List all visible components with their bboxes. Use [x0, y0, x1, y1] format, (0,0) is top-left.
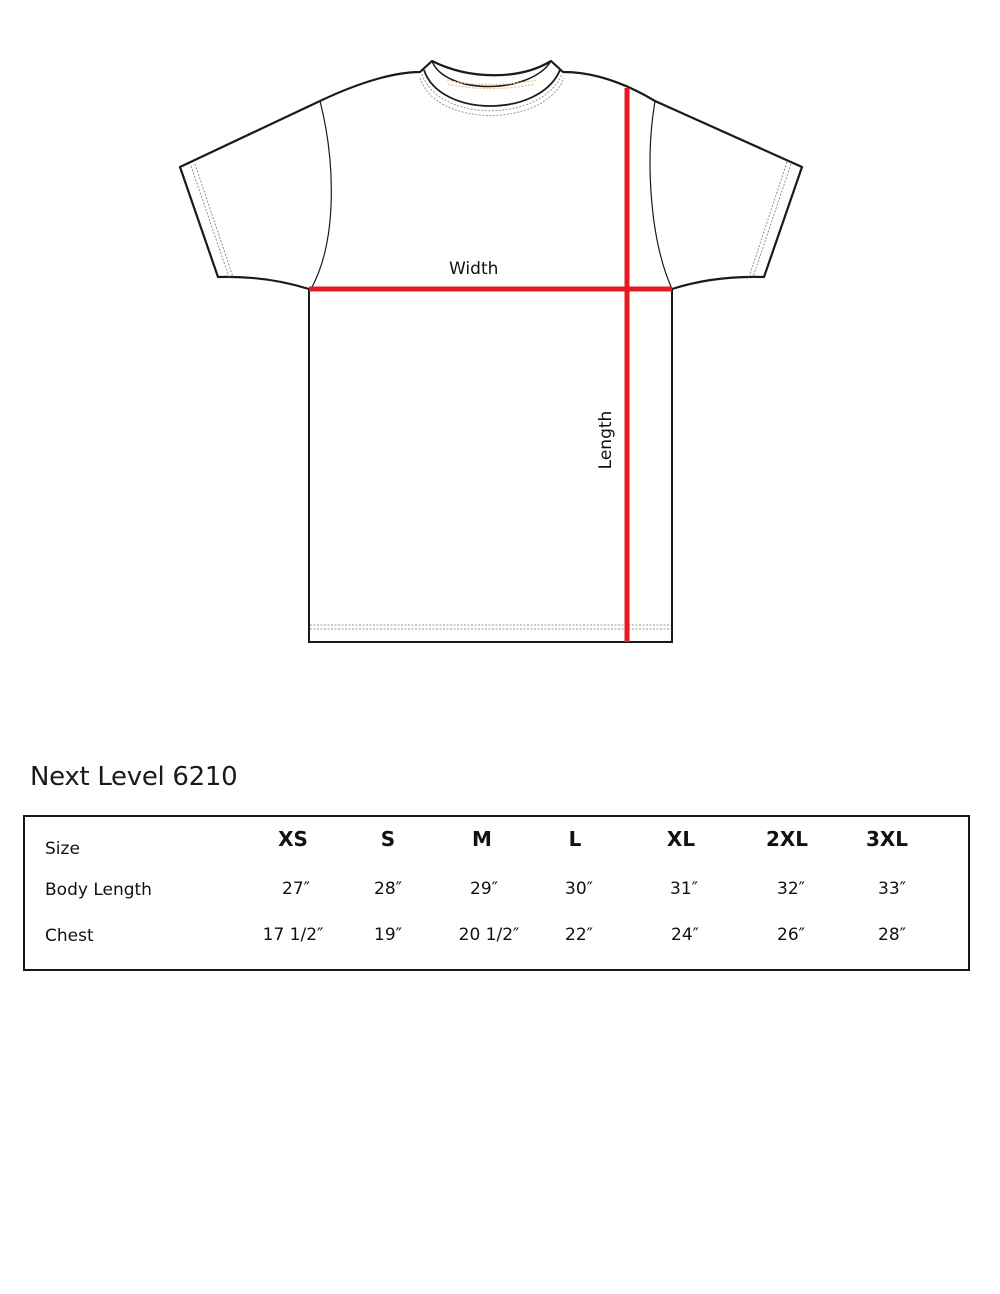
- row-label-body-length: Body Length: [45, 880, 152, 900]
- size-header: 3XL: [865, 827, 909, 851]
- body-length-value: 30″: [565, 879, 593, 899]
- size-header: 2XL: [765, 827, 809, 851]
- body-length-value: 31″: [670, 879, 698, 899]
- chest-value: 24″: [671, 925, 699, 945]
- size-header: XS: [278, 827, 308, 851]
- chest-value: 19″: [374, 925, 402, 945]
- row-label-size: Size: [45, 839, 80, 859]
- size-header: S: [380, 827, 396, 851]
- width-label: Width: [449, 259, 499, 279]
- chest-value: 28″: [878, 925, 906, 945]
- chest-value: 22″: [565, 925, 593, 945]
- size-header: XL: [666, 827, 696, 851]
- size-chart-table: Size Body Length Chest XS S M L XL 2XL 3…: [23, 815, 970, 971]
- chest-value: 17 1/2″: [262, 925, 324, 945]
- chest-value: 26″: [777, 925, 805, 945]
- length-label: Length: [596, 410, 616, 470]
- chest-value: 20 1/2″: [458, 925, 520, 945]
- size-header: M: [472, 827, 492, 851]
- tshirt-measurement-diagram: Width Length: [178, 59, 804, 643]
- size-header: L: [568, 827, 582, 851]
- body-length-value: 33″: [878, 879, 906, 899]
- row-label-chest: Chest: [45, 926, 94, 946]
- tshirt-outline-icon: [178, 59, 804, 643]
- size-chart-title: Next Level 6210: [30, 762, 238, 792]
- body-length-value: 32″: [777, 879, 805, 899]
- body-length-value: 29″: [470, 879, 498, 899]
- body-length-value: 27″: [282, 879, 310, 899]
- body-length-value: 28″: [374, 879, 402, 899]
